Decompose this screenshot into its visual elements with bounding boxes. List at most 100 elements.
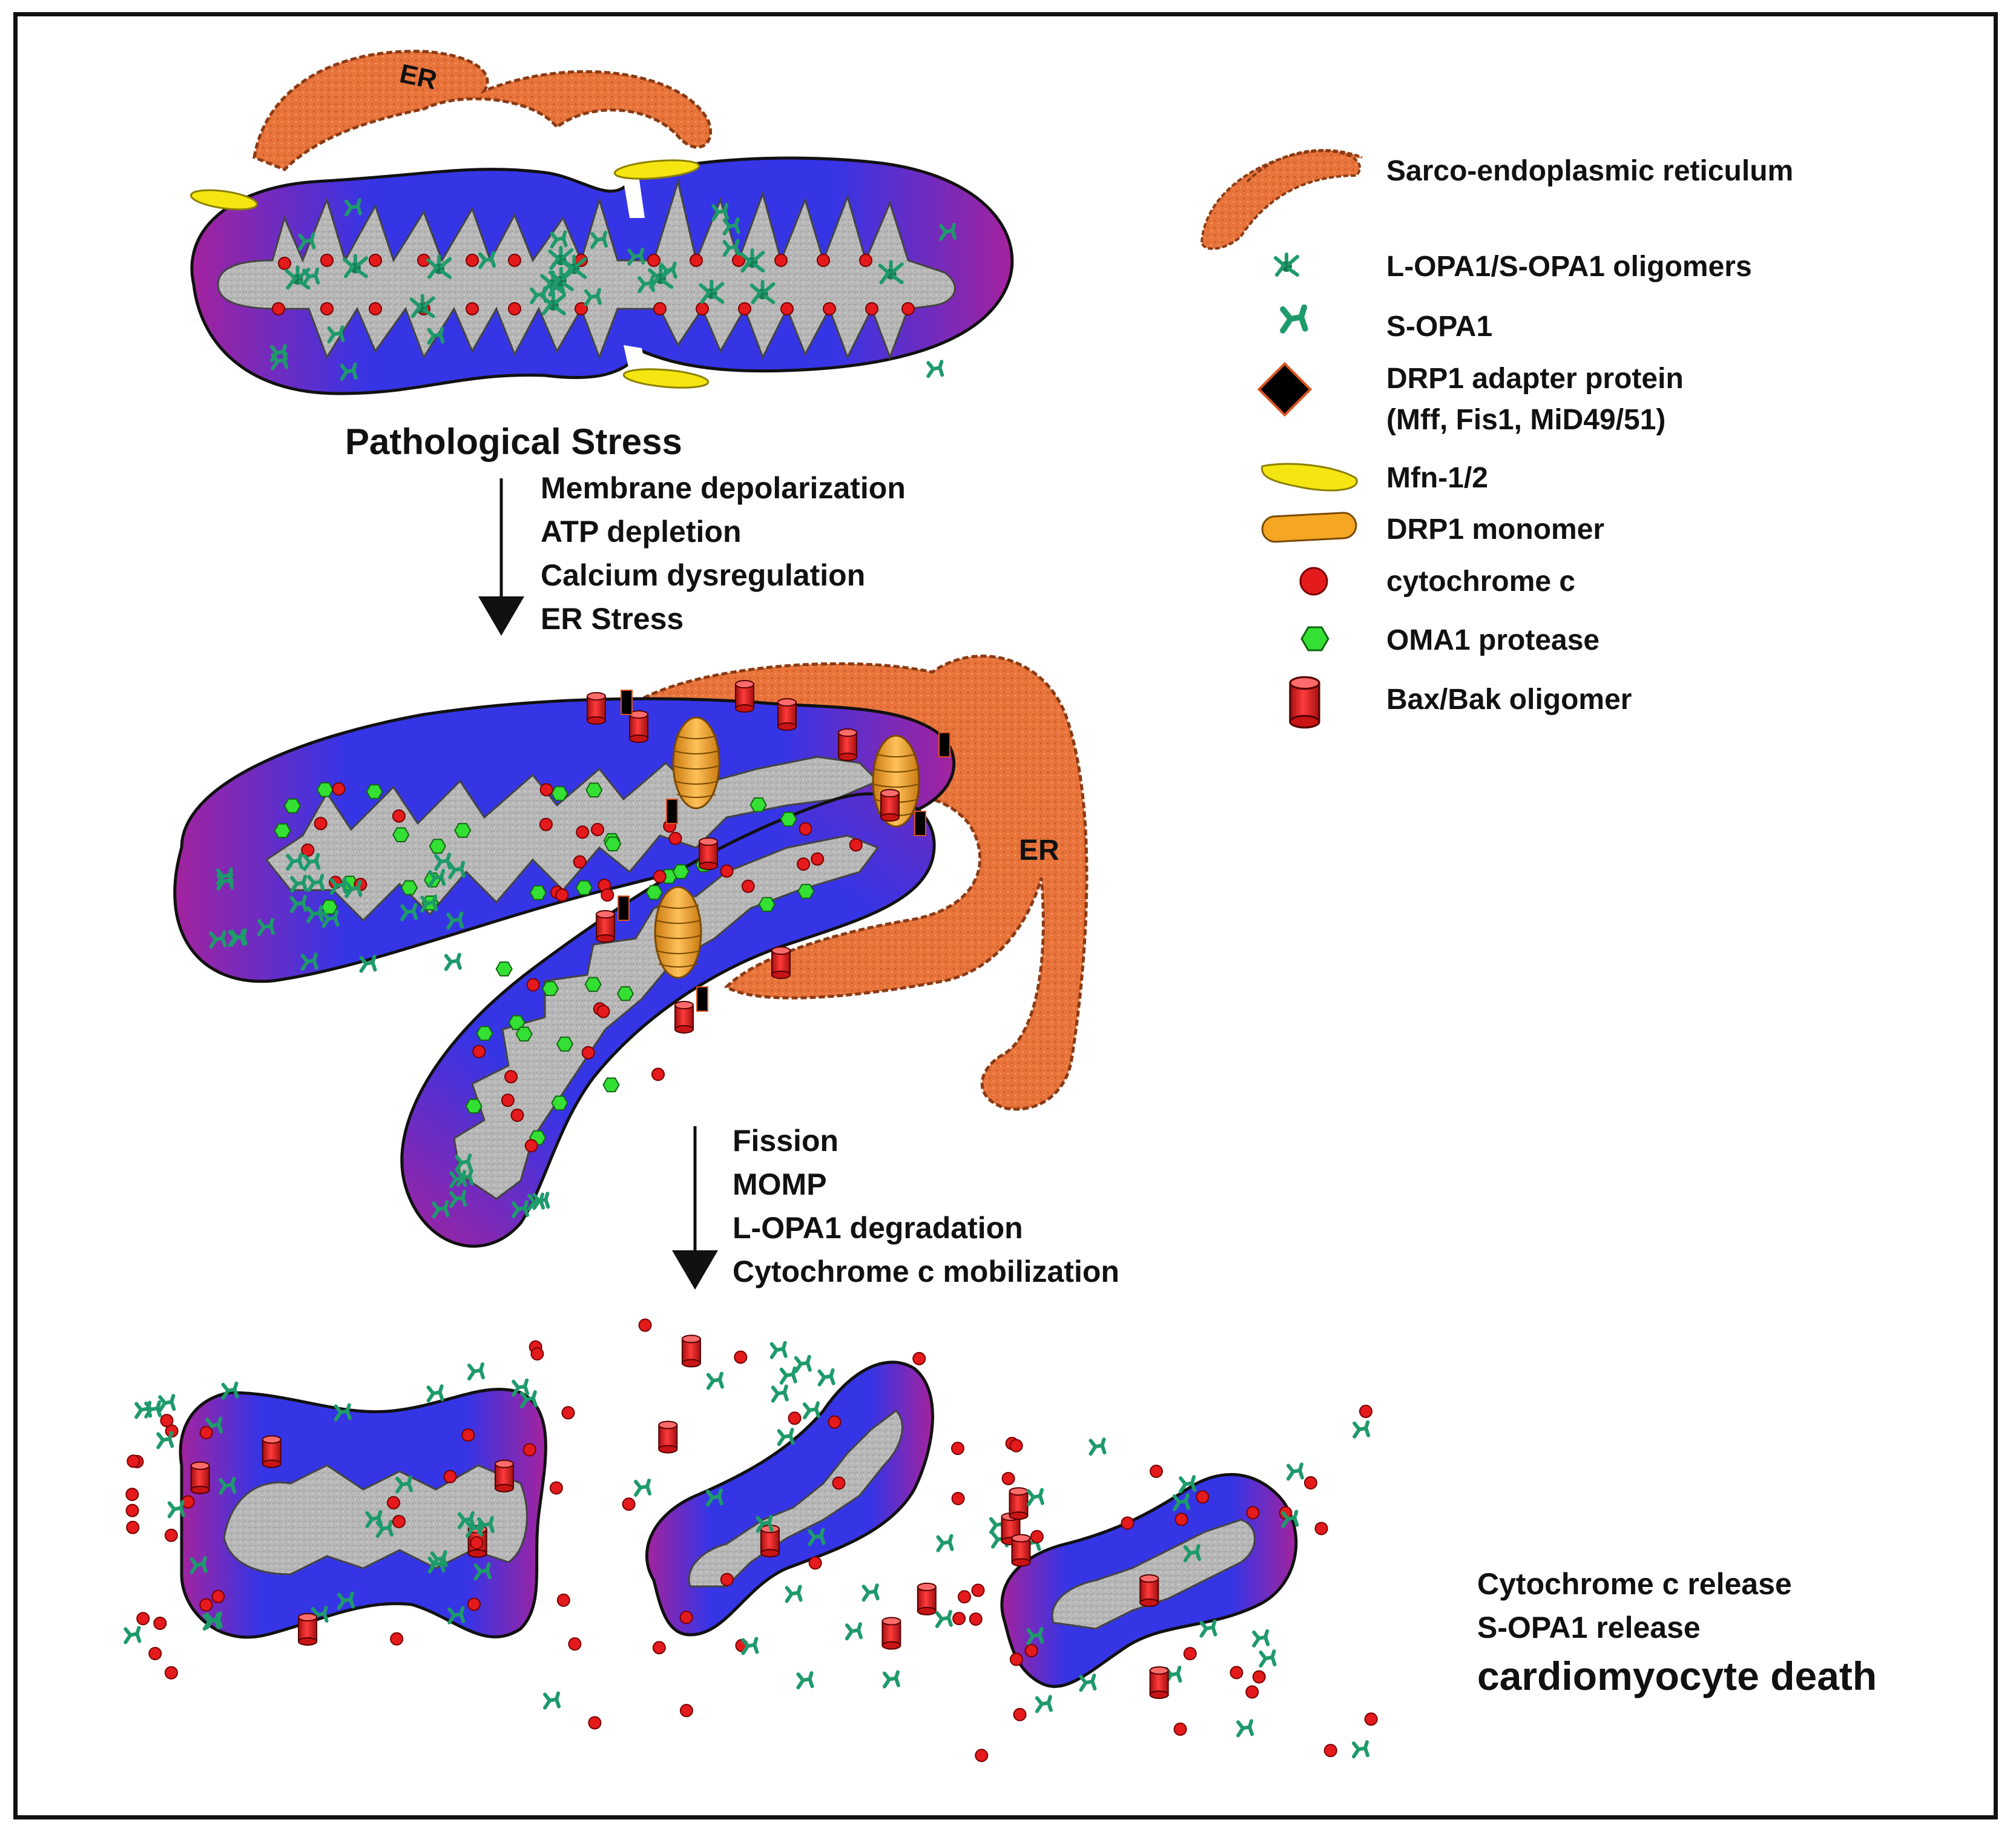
s-opa1-marker — [170, 1502, 183, 1516]
cytochrome-c-marker — [1245, 1685, 1259, 1699]
oma1-marker — [797, 883, 815, 899]
step2-list: Fission MOMP L-OPA1 degradation Cytochro… — [733, 1119, 1119, 1293]
cytochrome-c-marker — [555, 888, 569, 902]
cytochrome-c-marker — [638, 1318, 652, 1332]
cytochrome-c-marker — [971, 1583, 985, 1597]
s-opa1-marker — [1201, 1621, 1215, 1636]
opa1-oligomer-icon — [1276, 254, 1297, 275]
er-icon — [1200, 149, 1363, 250]
cytochrome-c-marker — [392, 809, 406, 823]
cytochrome-c-marker — [957, 1590, 971, 1604]
cytochrome-c-marker — [467, 1597, 481, 1611]
cytochrome-c-marker — [278, 257, 291, 270]
fragment-middle-cristae — [688, 1410, 903, 1588]
drp1-adapter-marker — [621, 690, 633, 715]
cytochrome-c-marker — [1001, 1471, 1015, 1485]
cytochrome-c-marker — [461, 1428, 475, 1442]
cytochrome-c-marker — [211, 1589, 225, 1603]
oma1-marker — [556, 1037, 573, 1052]
cytochrome-c-marker — [148, 1647, 162, 1661]
oma1-icon — [1300, 626, 1329, 651]
cytochrome-c-marker — [501, 1093, 515, 1107]
s-opa1-marker — [1037, 1697, 1051, 1711]
arrow-stage1-to-stage2 — [478, 478, 524, 636]
cytochrome-c-marker — [1121, 1516, 1135, 1530]
oma1-marker — [575, 880, 593, 896]
legend-label-oma1: OMA1 protease — [1386, 624, 1600, 656]
s-opa1-marker — [1090, 1439, 1104, 1454]
cytochrome-c-marker — [1009, 1652, 1023, 1666]
bax-bak-marker — [494, 1459, 514, 1493]
cytochrome-c-marker — [561, 1406, 575, 1420]
s-opa1-marker — [1029, 1490, 1043, 1505]
cytochrome-c-marker — [591, 823, 605, 837]
oma1-marker — [476, 1026, 493, 1041]
cytochrome-c-marker — [679, 1704, 693, 1718]
s-opa1-marker — [125, 1628, 139, 1642]
step2-item: MOMP — [733, 1167, 827, 1201]
cytochrome-c-marker — [828, 1415, 842, 1429]
s-opa1-marker — [1238, 1721, 1252, 1735]
cytochrome-c-marker — [690, 254, 703, 267]
cytochrome-c-marker — [668, 831, 682, 845]
cytochrome-c-marker — [679, 1611, 693, 1625]
s-opa1-marker — [782, 1368, 796, 1383]
drp1-adapter-marker — [938, 732, 950, 757]
cytochrome-c-marker — [951, 1491, 965, 1505]
cytochrome-c-marker — [788, 1411, 802, 1425]
step1-item: ER Stress — [541, 602, 684, 636]
bax-bak-marker — [1011, 1534, 1031, 1567]
step2-item: Cytochrome c mobilization — [733, 1255, 1119, 1288]
step1-item: ATP depletion — [541, 515, 742, 549]
cytochrome-c-marker — [526, 978, 540, 992]
oma1-marker — [515, 1026, 533, 1042]
cytochrome-c-marker — [510, 1108, 524, 1122]
cytochrome-c-marker — [530, 1347, 544, 1361]
oma1-marker — [749, 797, 767, 813]
oma1-marker — [429, 839, 446, 854]
cytochrome-c-marker — [738, 302, 751, 315]
cytochrome-c-marker — [1024, 1644, 1038, 1658]
s-opa1-marker — [937, 1612, 951, 1626]
mfn-2 — [613, 159, 700, 180]
s-opa1-marker — [545, 1693, 559, 1707]
oma1-marker — [495, 961, 513, 977]
step1-item: Membrane depolarization — [541, 471, 906, 505]
drp1-ring-a — [672, 716, 720, 810]
cytochrome-c-marker — [199, 1598, 213, 1612]
cytochrome-c-marker — [601, 888, 614, 902]
cytochrome-c-marker — [1149, 1464, 1163, 1478]
bax-bak-marker — [674, 1001, 694, 1034]
cytochrome-c-marker — [808, 1556, 822, 1570]
oma1-marker — [551, 1095, 568, 1110]
outcome-item: S-OPA1 release — [1477, 1611, 1701, 1644]
s-opa1-marker — [1288, 1464, 1302, 1479]
cytochrome-c-marker — [823, 302, 836, 315]
bax-bak-marker — [681, 1334, 701, 1368]
cytochrome-c-icon — [1299, 567, 1328, 596]
cytochrome-c-marker — [508, 254, 521, 267]
legend-label-s-opa1: S-OPA1 — [1386, 311, 1493, 343]
cytochrome-c-marker — [741, 879, 755, 893]
bax-bak-marker — [1009, 1487, 1029, 1520]
fragment-right-cristae — [1051, 1519, 1256, 1630]
step1-item: Calcium dysregulation — [541, 558, 866, 592]
cytochrome-c-marker — [859, 254, 872, 267]
cytochrome-c-marker — [952, 1612, 966, 1626]
cytochrome-c-marker — [581, 1046, 595, 1060]
bax-bak-marker — [587, 692, 606, 725]
bax-bak-marker — [777, 698, 797, 731]
bax-bak-icon — [1289, 676, 1320, 729]
cytochrome-c-marker — [647, 254, 660, 267]
step2-item: L-OPA1 degradation — [733, 1211, 1023, 1245]
s-opa1-marker — [160, 1396, 174, 1410]
cytochrome-c-marker — [1183, 1647, 1197, 1661]
cytochrome-c-marker — [720, 864, 734, 878]
cytochrome-c-marker — [539, 817, 553, 831]
oma1-marker — [316, 782, 334, 797]
s-opa1-marker — [798, 1673, 812, 1687]
bax-bak-marker — [298, 1612, 318, 1646]
cytochrome-c-marker — [901, 302, 915, 315]
